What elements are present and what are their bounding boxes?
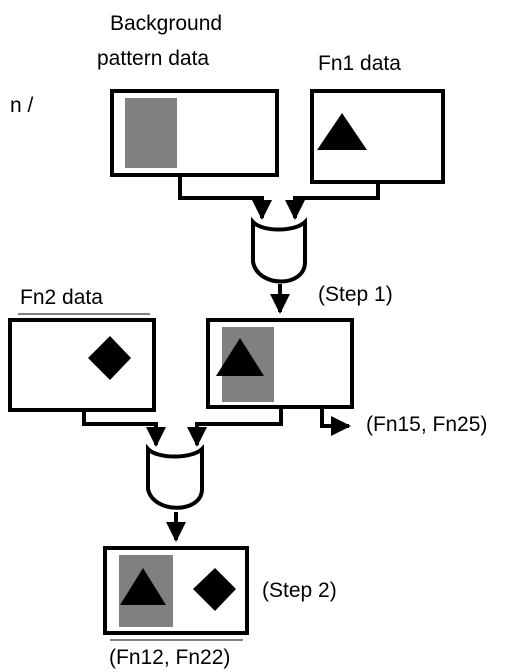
cutoff-text-fragment: n / [10, 94, 34, 117]
fn2-label: Fn2 data [20, 286, 103, 309]
step1-label: (Step 1) [318, 283, 393, 306]
step1-to-gate2-connector [187, 407, 283, 447]
fn2-box [8, 318, 156, 412]
step1-triangle-icon [216, 338, 264, 376]
output-mid-label: (Fn15, Fn25) [366, 413, 487, 436]
fn2-diamond-icon [88, 336, 131, 380]
output-bottom-label: (Fn12, Fn22) [109, 646, 230, 669]
step2-label: (Step 2) [262, 579, 337, 602]
step1-output-branch [320, 407, 351, 436]
background-pattern-label-line2: pattern data [97, 47, 209, 70]
fn2-to-gate2-connector [82, 410, 166, 447]
background-pattern-fill [125, 98, 177, 168]
background-pattern-label-line1: Background [110, 12, 222, 35]
combiner-gate-2-icon [146, 443, 204, 510]
step2-diamond-icon [193, 568, 236, 611]
fn1-to-gate1-connector [285, 182, 380, 220]
combiner-gate-1-icon [251, 216, 307, 284]
background-to-gate1-connector [178, 175, 272, 220]
fn1-label: Fn1 data [318, 52, 401, 75]
step2-triangle-icon [120, 568, 166, 605]
fn1-triangle-icon [317, 113, 367, 150]
